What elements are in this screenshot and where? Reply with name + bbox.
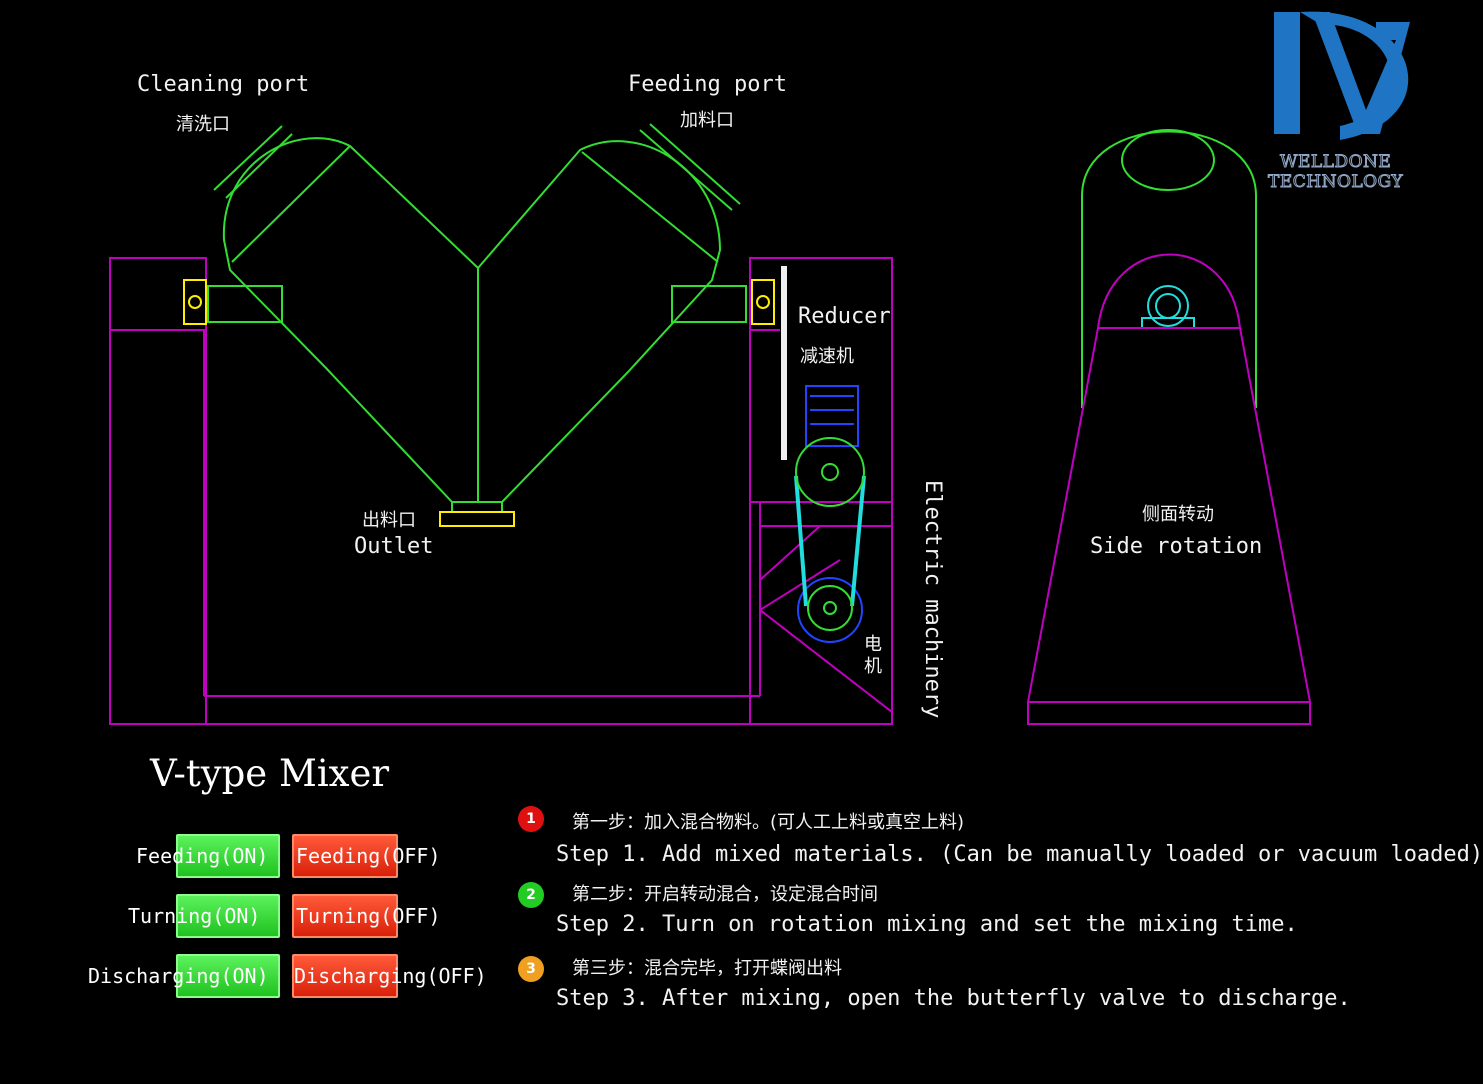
bearing-icon	[183, 279, 775, 325]
pulley-icon	[795, 437, 865, 631]
side-bearing-icon	[1141, 285, 1195, 329]
discharging-on-button[interactable]: Discharging(ON)	[88, 954, 280, 998]
side-rotation-cn-label: 侧面转动	[1142, 504, 1214, 525]
reducer-label: Reducer	[798, 304, 891, 329]
feeding-port-cn-label: 加料口	[680, 110, 734, 131]
step-3-badge: 3	[518, 956, 544, 982]
reducer-motor	[797, 385, 863, 643]
step-1-en: Step 1. Add mixed materials. (Can be man…	[556, 842, 1483, 867]
electric-machinery-label: Electric machinery	[920, 480, 945, 719]
turning-on-button[interactable]: Turning(ON)	[128, 894, 280, 938]
cleaning-port-cn-label: 清洗口	[176, 114, 230, 135]
step-2-cn: 第二步：开启转动混合，设定混合时间	[572, 884, 878, 905]
feeding-port-label: Feeding port	[628, 72, 787, 97]
step-2-en: Step 2. Turn on rotation mixing and set …	[556, 912, 1298, 937]
turning-off-button[interactable]: Turning(OFF)	[292, 894, 441, 938]
machine-frame	[109, 257, 893, 725]
cleaning-port-label: Cleaning port	[137, 72, 310, 97]
reducer-cn-label: 减速机	[800, 346, 854, 367]
feeding-on-button[interactable]: Feeding(ON)	[136, 834, 280, 878]
side-rotation-label: Side rotation	[1090, 534, 1263, 559]
motor-cn-label-1: 电	[864, 634, 882, 655]
diagram-drawing	[109, 11, 1410, 725]
logo-text-line2: TECHNOLOGY	[1267, 172, 1404, 193]
step-1-badge: 1	[518, 806, 544, 832]
step-3-cn: 第三步：混合完毕，打开蝶阀出料	[572, 958, 842, 979]
mixer-diagram: Cleaning port 清洗口 Feeding port 加料口 Reduc…	[88, 11, 1483, 1011]
step-1-cn: 第一步：加入混合物料。(可人工上料或真空上料)	[572, 812, 965, 833]
feeding-off-button[interactable]: Feeding(OFF)	[292, 834, 441, 878]
outlet-label: Outlet	[354, 534, 434, 559]
logo-text-line1: WELLDONE	[1279, 152, 1392, 173]
welldone-logo-icon	[1274, 11, 1410, 141]
page-title: V-type Mixer	[150, 752, 390, 795]
v-vessel	[207, 123, 747, 527]
side-view-frame	[1026, 253, 1312, 725]
motor-cn-label-2: 机	[864, 656, 882, 677]
discharging-off-button[interactable]: Discharging(OFF)	[292, 954, 487, 998]
drive-belt	[794, 475, 866, 607]
step-3-en: Step 3. After mixing, open the butterfly…	[556, 986, 1351, 1011]
outlet-cn-label: 出料口	[362, 510, 416, 531]
step-2-badge: 2	[518, 882, 544, 908]
side-view-drum	[1081, 129, 1257, 408]
